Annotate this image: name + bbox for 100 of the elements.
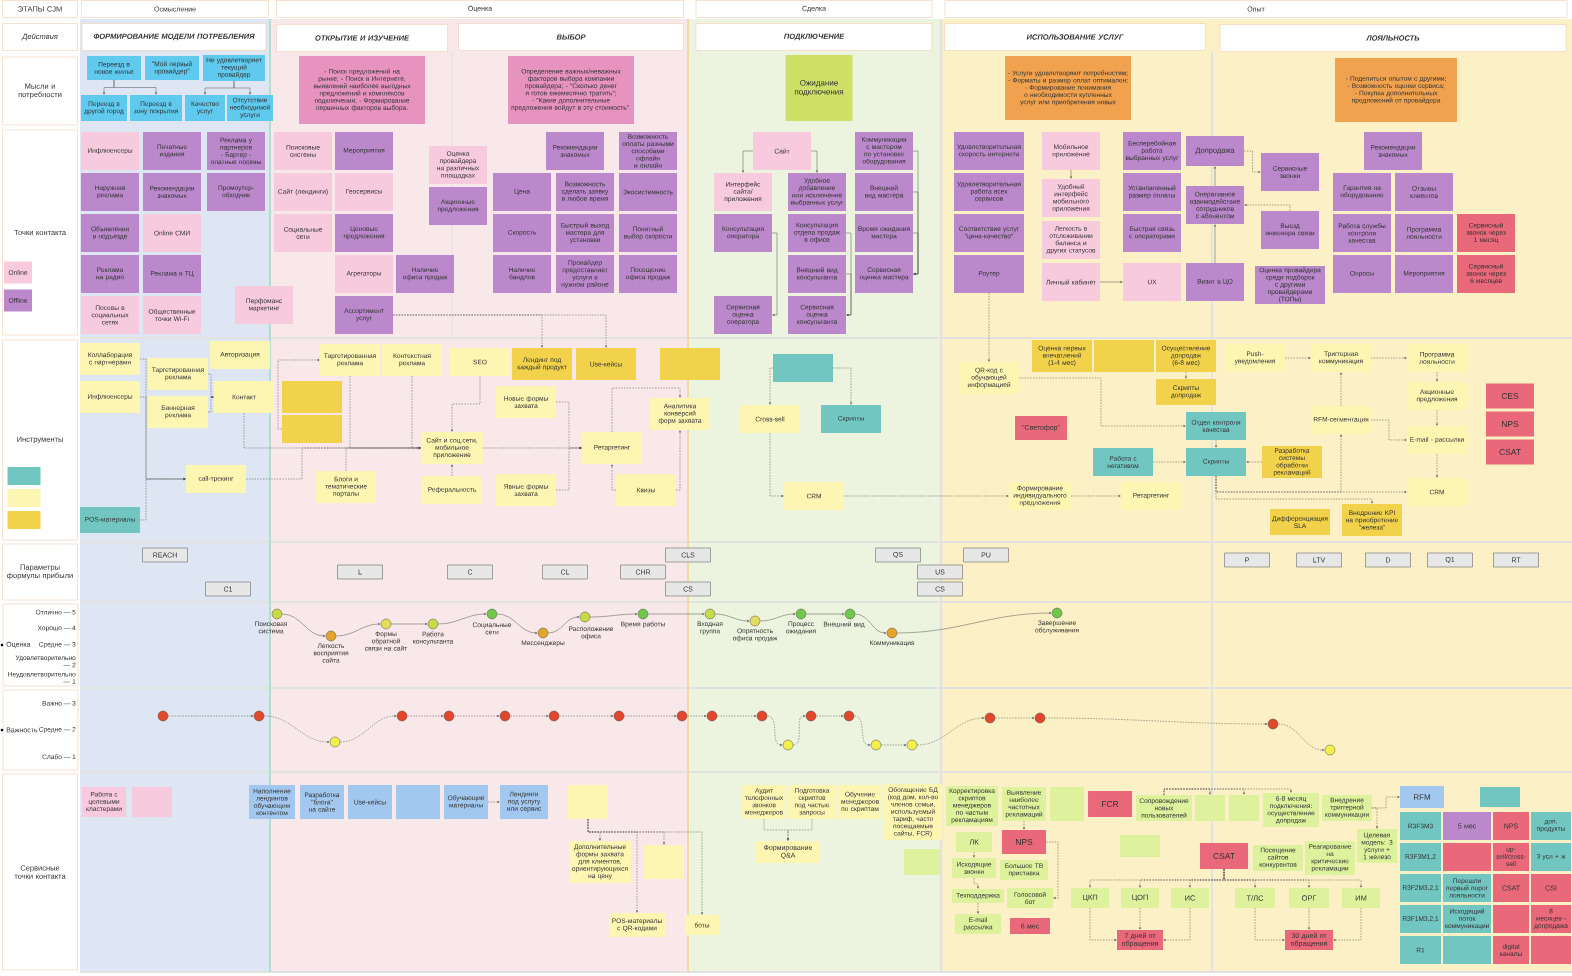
arrow — [1089, 907, 1117, 941]
arrow — [611, 387, 681, 433]
arrow — [590, 613, 638, 618]
arrow — [1340, 372, 1342, 407]
arrow — [1215, 439, 1217, 448]
arrow — [855, 613, 887, 634]
arrow — [407, 715, 444, 717]
arrow — [787, 818, 813, 841]
arrow — [1099, 281, 1123, 283]
arrow — [715, 613, 750, 622]
arrow — [624, 715, 677, 717]
arrow — [1070, 169, 1072, 179]
arrow — [548, 616, 580, 634]
arrow — [1370, 419, 1407, 441]
arrow — [793, 715, 806, 746]
arrow — [854, 715, 871, 746]
sticky-note — [282, 381, 342, 413]
arrow — [717, 715, 757, 717]
sticky-note — [1493, 905, 1529, 933]
arrow — [611, 464, 617, 491]
arrow — [973, 877, 979, 889]
arrow — [1246, 461, 1263, 463]
sticky-note — [1195, 795, 1225, 821]
arrow — [881, 744, 907, 746]
arrow — [675, 430, 681, 491]
arrow — [555, 447, 582, 491]
arrow — [451, 464, 453, 477]
arrow — [113, 79, 157, 95]
arrow — [1214, 224, 1216, 264]
sticky-note — [7, 511, 41, 529]
arrow — [1223, 868, 1362, 888]
row-header — [0, 603, 79, 687]
row-header — [0, 689, 79, 771]
arrow — [264, 715, 330, 743]
sticky-note: NPS — [1002, 830, 1046, 854]
arrow — [917, 717, 985, 746]
arrow — [1436, 453, 1438, 478]
arrow — [988, 292, 990, 362]
sticky-note — [7, 467, 41, 485]
arrow — [897, 612, 1052, 634]
arrow — [1333, 907, 1362, 941]
arrow — [1070, 495, 1121, 497]
arrow — [995, 717, 1035, 719]
arrow — [810, 150, 818, 173]
sticky-note — [1094, 340, 1154, 372]
sticky-note: CES — [1486, 383, 1534, 409]
sticky-note — [1120, 835, 1160, 857]
arrow — [973, 851, 975, 858]
arrow — [1018, 377, 1186, 427]
sticky-note — [660, 348, 720, 380]
sticky-note: Ожидание подключения — [785, 55, 853, 121]
arrow — [1023, 820, 1025, 830]
sticky-note: NPS — [1486, 411, 1534, 437]
arrow — [832, 367, 852, 405]
arrow — [760, 613, 796, 622]
sticky-note: RFM — [1400, 786, 1444, 808]
arrow — [806, 613, 845, 615]
arrow — [1214, 166, 1216, 187]
arrow — [1284, 357, 1311, 359]
arrow — [771, 232, 778, 316]
arrow — [391, 623, 428, 625]
sticky-note: CSAT — [1200, 843, 1248, 869]
arrow — [451, 375, 481, 432]
arrow — [845, 273, 852, 316]
arrow — [340, 715, 397, 743]
arrow — [1045, 841, 1059, 899]
arrow — [687, 715, 707, 717]
arrow — [1163, 788, 1292, 796]
arrow — [1371, 796, 1400, 809]
arrow — [336, 623, 381, 637]
arrow — [816, 715, 844, 717]
sticky-note — [1443, 936, 1491, 964]
arrow — [1244, 204, 1291, 212]
arrow — [168, 715, 254, 717]
arrow — [139, 478, 186, 521]
arrow — [345, 447, 421, 472]
arrow — [912, 232, 919, 275]
arrow — [1436, 371, 1438, 382]
arrow — [277, 359, 320, 430]
arrow — [742, 150, 754, 173]
arrow — [207, 396, 214, 413]
arrow — [1254, 907, 1285, 941]
sticky-note — [7, 489, 41, 507]
arrow — [1370, 357, 1407, 359]
arrow — [1308, 907, 1310, 930]
sticky-note — [132, 787, 172, 817]
sticky-note — [1443, 843, 1491, 871]
sticky-note — [396, 785, 440, 819]
sticky-note — [904, 849, 940, 875]
arrow — [1278, 723, 1325, 751]
arrow — [1152, 461, 1186, 463]
arrow — [487, 801, 500, 803]
arrow — [1163, 907, 1191, 941]
arrow — [233, 80, 251, 95]
arrow — [977, 902, 979, 914]
arrow — [1436, 409, 1438, 426]
arrow — [1215, 434, 1342, 493]
sticky-note — [1229, 795, 1259, 821]
arrow — [510, 715, 549, 717]
arrow — [1243, 150, 1261, 173]
